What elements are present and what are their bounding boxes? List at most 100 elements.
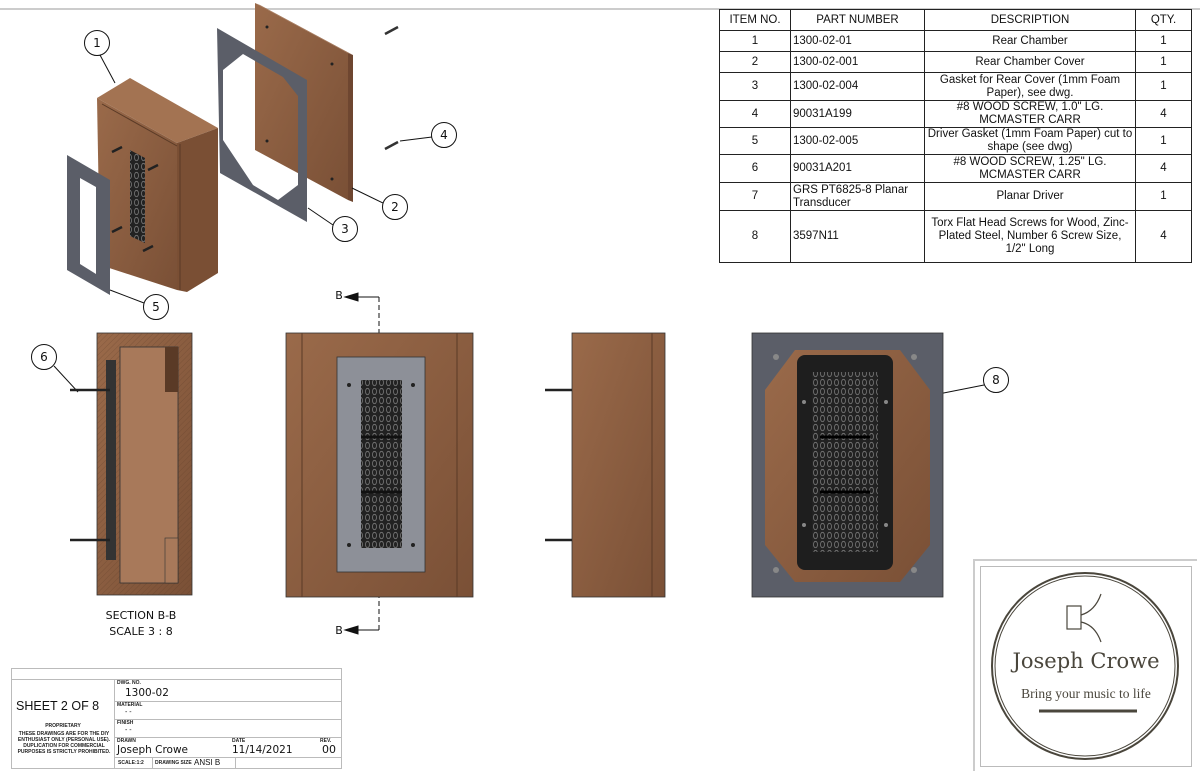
- description: Torx Flat Head Screws for Wood, Zinc-Pla…: [924, 210, 1136, 263]
- qty: 4: [1135, 100, 1192, 128]
- header-description: DESCRIPTION: [924, 9, 1136, 31]
- logo-name: Joseph Crowe: [1012, 649, 1160, 673]
- header-item-no: ITEM NO.: [719, 9, 791, 31]
- rev-label: REV.: [320, 738, 332, 744]
- speaker-icon: [1066, 593, 1102, 643]
- qty: 1: [1135, 30, 1192, 52]
- item-no: 5: [719, 127, 791, 155]
- balloon-label: 1: [93, 36, 101, 50]
- item-no: 3: [719, 72, 791, 101]
- front-view: [285, 332, 474, 598]
- description: #8 WOOD SCREW, 1.25" LG. MCMASTER CARR: [924, 154, 1136, 183]
- dwg-no-label: DWG. NO.: [117, 680, 141, 686]
- drawn-by: Joseph Crowe: [117, 744, 188, 756]
- description: Planar Driver: [924, 182, 1136, 211]
- qty: 4: [1135, 154, 1192, 183]
- section-marker-bottom: B: [335, 624, 343, 637]
- title-block: SHEET 2 OF 8 PROPRIETARY THESE DRAWINGS …: [11, 668, 342, 769]
- bom-header: ITEM NO. PART NUMBER DESCRIPTION QTY.: [719, 9, 1192, 31]
- rear-view: [751, 332, 944, 598]
- qty: 1: [1135, 127, 1192, 155]
- section-title: SECTION B-B: [106, 609, 177, 622]
- section-view-b-b: [70, 332, 193, 596]
- item-no: 4: [719, 100, 791, 128]
- drawn-label: DRAWN: [117, 738, 136, 744]
- finish-label: FINISH: [117, 720, 134, 726]
- logo-graphic: [991, 572, 1179, 760]
- description: Driver Gasket (1mm Foam Paper) cut to sh…: [924, 127, 1136, 155]
- rear-cover-gasket: [217, 28, 307, 222]
- item-no: 7: [719, 182, 791, 211]
- balloons: [31, 30, 1009, 393]
- drawing-size: ANSI B: [194, 758, 221, 767]
- revision: 00: [322, 743, 336, 756]
- rear-chamber-box: [97, 78, 218, 292]
- balloon-label: 3: [341, 222, 349, 236]
- exploded-view: [67, 3, 399, 295]
- balloon-3: [332, 216, 358, 242]
- part-number: 90031A201: [790, 154, 925, 183]
- part-number: GRS PT6825-8 Planar Transducer: [790, 182, 925, 211]
- item-no: 2: [719, 51, 791, 73]
- section-scale: SCALE 3 : 8: [109, 625, 172, 638]
- sheet-number: SHEET 2 OF 8: [16, 699, 100, 713]
- balloon-1: [84, 30, 110, 56]
- balloon-6: [31, 344, 57, 370]
- item-no: 8: [719, 210, 791, 263]
- proprietary-notice: THESE DRAWINGS ARE FOR THE DIY ENTHUSIAS…: [17, 731, 111, 755]
- item-no: 1: [719, 30, 791, 52]
- logo-frame: [973, 559, 1197, 771]
- finish: - -: [125, 727, 132, 734]
- scale: SCALE:1:2: [118, 760, 144, 766]
- proprietary-title: PROPRIETARY: [45, 723, 81, 729]
- balloon-2: [382, 194, 408, 220]
- qty: 1: [1135, 182, 1192, 211]
- part-number: 1300-02-004: [790, 72, 925, 101]
- driver-gasket: [67, 155, 110, 295]
- part-number: 1300-02-005: [790, 127, 925, 155]
- part-number: 1300-02-001: [790, 51, 925, 73]
- header-qty: QTY.: [1135, 9, 1192, 31]
- wood-screws-item-4: [384, 25, 399, 151]
- part-number: 90031A199: [790, 100, 925, 128]
- part-number: 3597N11: [790, 210, 925, 263]
- material: - -: [125, 709, 132, 716]
- logo-tagline: Bring your music to life: [1021, 686, 1151, 701]
- balloon-label: 5: [152, 300, 160, 314]
- dwg-no: 1300-02: [125, 687, 169, 699]
- item-no: 6: [719, 154, 791, 183]
- part-number: 1300-02-01: [790, 30, 925, 52]
- balloon-label: 8: [992, 373, 1000, 387]
- balloon-label: 4: [440, 128, 448, 142]
- date-label: DATE: [232, 738, 246, 744]
- balloon-4: [431, 122, 457, 148]
- company-logo: Joseph Crowe Bring your music to life: [980, 566, 1192, 767]
- section-marker-top: B: [335, 289, 343, 302]
- header-part-number: PART NUMBER: [790, 9, 925, 31]
- qty: 4: [1135, 210, 1192, 263]
- balloon-5: [143, 294, 169, 320]
- qty: 1: [1135, 51, 1192, 73]
- description: #8 WOOD SCREW, 1.0" LG. MCMASTER CARR: [924, 100, 1136, 128]
- material-label: MATERIAL: [117, 702, 143, 708]
- date: 11/14/2021: [232, 744, 293, 756]
- drawing-size-label: DRAWING SIZE: [155, 760, 192, 766]
- qty: 1: [1135, 72, 1192, 101]
- description: Rear Chamber Cover: [924, 51, 1136, 73]
- balloon-label: 2: [391, 200, 399, 214]
- description: Gasket for Rear Cover (1mm Foam Paper), …: [924, 72, 1136, 101]
- description: Rear Chamber: [924, 30, 1136, 52]
- balloon-label: 6: [40, 350, 48, 364]
- balloon-8: [983, 367, 1009, 393]
- section-line: [343, 292, 380, 635]
